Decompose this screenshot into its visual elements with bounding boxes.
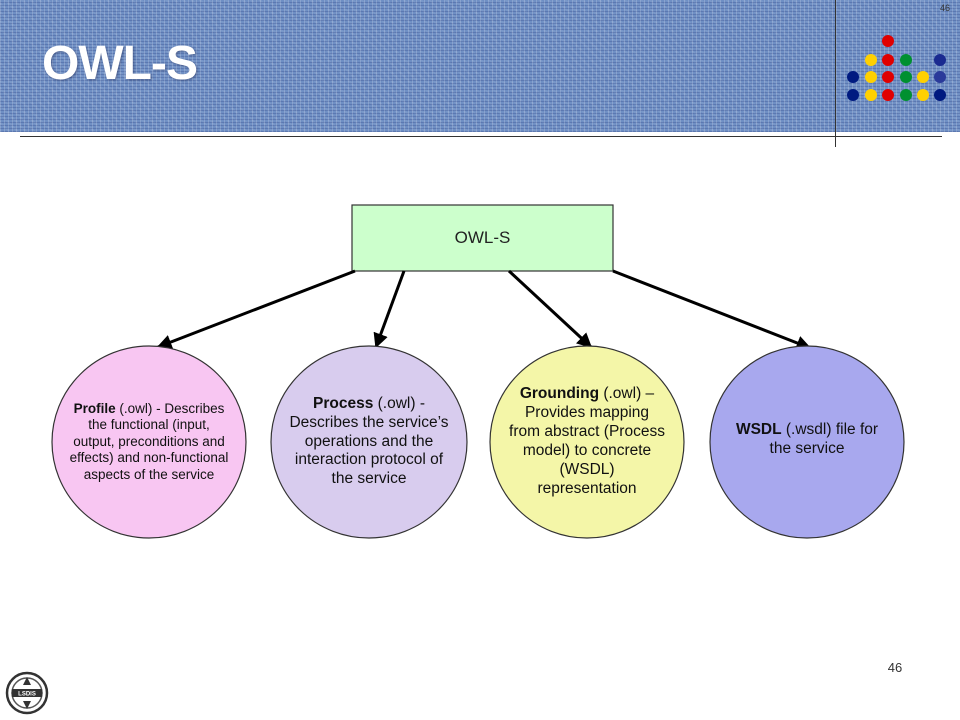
arrow-to-profile	[156, 269, 356, 350]
grounding-ellipse	[489, 345, 685, 539]
lsdis-logo-text: LSDIS	[18, 692, 36, 698]
slide-page-number: 46	[887, 660, 903, 675]
header-rule	[20, 136, 942, 137]
arrow-to-wsdl	[612, 269, 812, 351]
wsdl-ellipse	[709, 345, 905, 539]
profile-ellipse	[51, 345, 247, 539]
header-vertical-rule	[835, 0, 836, 147]
lsdis-logo-icon: LSDIS	[5, 671, 49, 715]
arrow-to-grounding	[507, 269, 593, 349]
root-box	[351, 204, 614, 272]
corner-slide-number: 46	[939, 3, 950, 13]
slide-header-band: OWL-S 46	[0, 0, 960, 132]
process-ellipse	[270, 345, 468, 539]
slide-title: OWL-S	[42, 37, 198, 90]
decorative-dots-icon	[847, 35, 946, 101]
arrow-to-process	[373, 270, 406, 349]
